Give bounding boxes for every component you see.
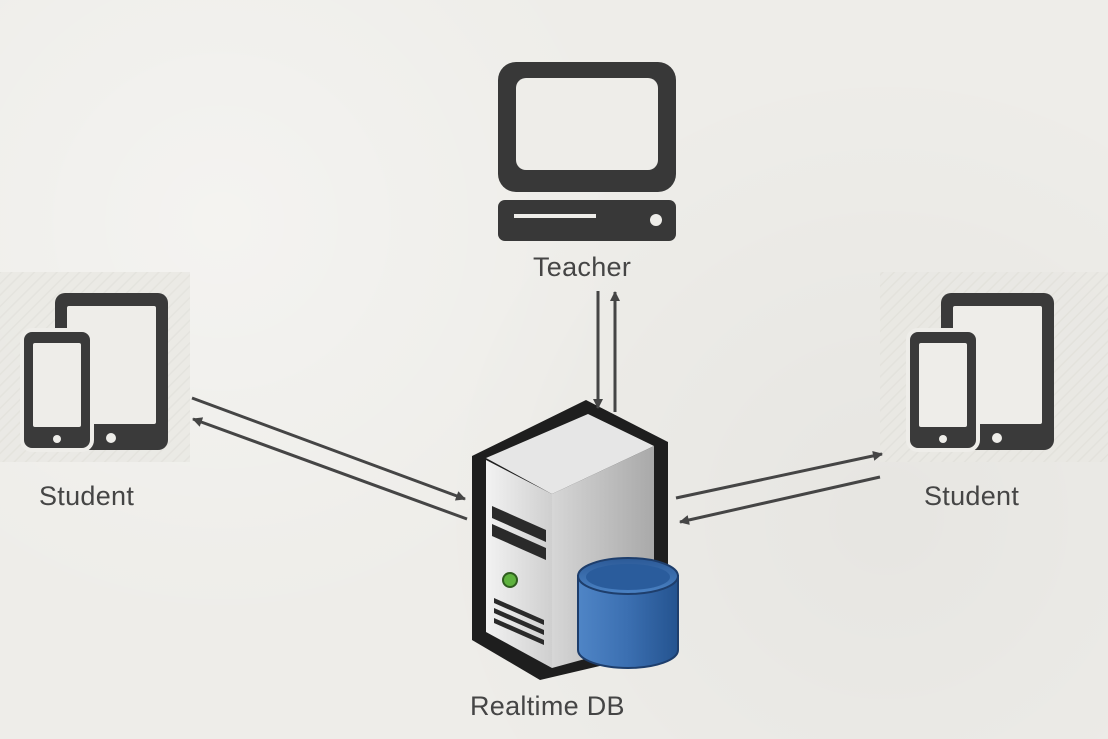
arrow-server-to-student-right	[675, 450, 883, 500]
arrow-student-left-to-server	[191, 396, 466, 501]
student-right-label: Student	[924, 481, 1020, 511]
mobile-devices-icon	[20, 293, 168, 452]
database-server-icon	[472, 400, 679, 680]
student-left-label: Student	[39, 481, 135, 511]
arrow-server-to-student-left	[192, 417, 468, 521]
arrow-student-right-to-server	[679, 475, 881, 525]
mobile-devices-icon	[906, 293, 1054, 452]
server-label: Realtime DB	[470, 691, 625, 721]
teacher-label: Teacher	[533, 252, 632, 282]
desktop-computer-icon	[498, 62, 676, 241]
